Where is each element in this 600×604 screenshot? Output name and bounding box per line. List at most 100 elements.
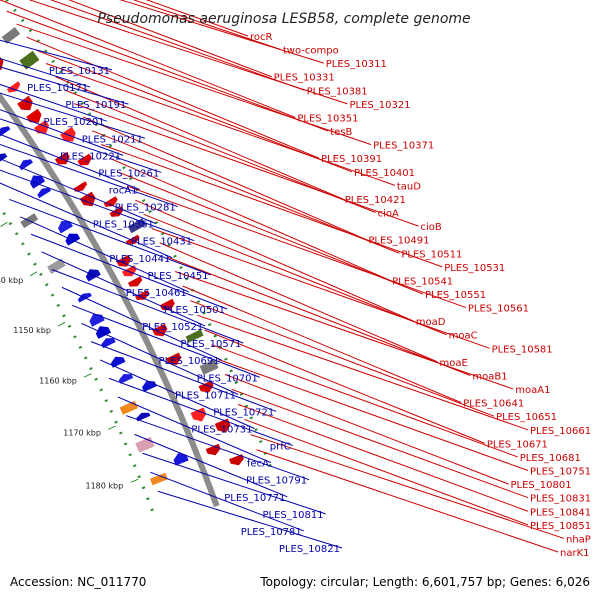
reverse-label-connector [0,158,157,225]
feature-box [18,50,41,71]
reverse-gene-label: PLES_10261 [98,168,159,179]
reverse-label-connector [0,57,91,88]
forward-gene-arrow [190,407,207,422]
reverse-label-connector [61,286,222,361]
forward-gene-arrow [198,380,214,393]
tick-mark [73,335,77,339]
forward-gene-arrow [135,290,150,300]
tick-mark [167,243,171,247]
forward-gene-label: PLES_10401 [354,168,415,179]
forward-label-connector [237,403,529,512]
forward-label-connector [167,256,471,376]
tick-mark [160,232,165,236]
kbp-tick [0,221,8,227]
forward-gene-arrow [116,254,132,267]
reverse-label-connector [0,182,173,259]
topology-text: Topology: circular; Length: 6,601,757 bp… [259,575,590,589]
forward-label-connector [256,449,559,553]
forward-label-connector [151,228,490,349]
reverse-gene-label: PLES_10771 [224,493,285,504]
tick-mark [56,303,61,308]
tick-mark [108,144,113,148]
tick-mark [28,28,33,33]
forward-label-connector [16,23,372,146]
tick-mark [173,254,177,258]
tick-mark [141,198,146,203]
reverse-label-connector [142,452,326,515]
reverse-gene-arrow [95,326,111,339]
forward-gene-arrow [26,108,42,123]
reverse-gene-label: PLES_10721 [213,407,274,418]
forward-gene-arrow [205,443,221,456]
forward-label-connector [197,314,529,431]
tick-mark [2,211,6,216]
tick-mark [78,345,83,349]
forward-gene-arrow [103,196,118,207]
tick-mark [239,392,244,396]
tick-mark [89,366,93,371]
reverse-gene-label: rocA1 [109,186,138,197]
forward-gene-arrow [0,56,4,70]
forward-gene-label: PLES_10671 [487,439,548,450]
forward-gene-label: PLES_10491 [368,236,429,247]
label-connectors [0,0,565,553]
forward-label-connector [174,271,514,390]
forward-label-connector [204,329,486,444]
forward-gene-label: tesB [330,127,352,138]
reverse-gene-label: prfC [270,442,291,453]
forward-gene-label: PLES_10331 [274,73,335,84]
tick-mark [146,497,150,501]
tick-mark [14,232,19,236]
forward-gene-label: PLES_10661 [530,426,591,437]
reverse-label-connector [99,359,255,429]
kbp-tick [108,425,116,430]
tick-mark [122,166,126,170]
forward-label-connector [0,0,296,118]
reverse-gene-arrow [37,187,52,199]
forward-label-connector [132,0,282,51]
kbp-label: 1170 kbp [63,429,101,438]
tick-mark [224,357,228,361]
tick-mark [13,8,17,13]
tick-mark [234,381,239,385]
tick-mark [99,388,104,392]
tick-mark [104,399,109,403]
forward-label-connector [145,0,249,37]
reverse-gene-label: PLES_10781 [241,527,302,538]
forward-gene-label: nhaP [566,534,591,545]
kbp-label: 1160 kbp [39,377,77,386]
tick-mark [80,101,85,106]
tick-mark [213,334,217,338]
tick-mark [179,265,183,270]
kbp-tick [29,271,38,277]
reverse-label-connector [126,415,310,481]
kbp-label: 1150 kbp [13,326,51,335]
forward-gene-arrow [73,181,88,192]
reverse-gene-arrow [65,233,81,246]
tick-mark [109,409,113,413]
tick-mark [44,283,49,287]
reverse-label-connector [0,83,107,122]
forward-label-connector [6,10,329,132]
gene-features [0,7,244,486]
accession-text: Accession: NC_011770 [10,575,146,589]
kbp-label: 1140 kbp [0,276,23,285]
tick-mark [5,0,9,3]
forward-gene-label: PLES_10371 [373,141,434,152]
tick-mark [62,314,66,318]
forward-gene-label: moaE [439,358,467,369]
tick-mark [119,431,123,435]
forward-gene-arrow [229,454,244,466]
forward-label-connector [45,63,396,186]
forward-gene-label: PLES_10421 [345,195,406,206]
reverse-label-connector [134,433,288,498]
forward-gene-arrow [166,352,182,365]
reverse-label-connector [30,233,228,310]
forward-gene-label: PLES_10381 [307,86,368,97]
reverse-label-connector [0,143,178,208]
gene-labels: rocRtwo-compoPLES_10311PLES_10331PLES_10… [27,32,591,559]
kbp-tick [57,321,66,327]
forward-gene-label: narK1 [560,548,590,559]
forward-label-connector [159,242,438,363]
reverse-gene-label: PLES_10451 [147,271,208,282]
